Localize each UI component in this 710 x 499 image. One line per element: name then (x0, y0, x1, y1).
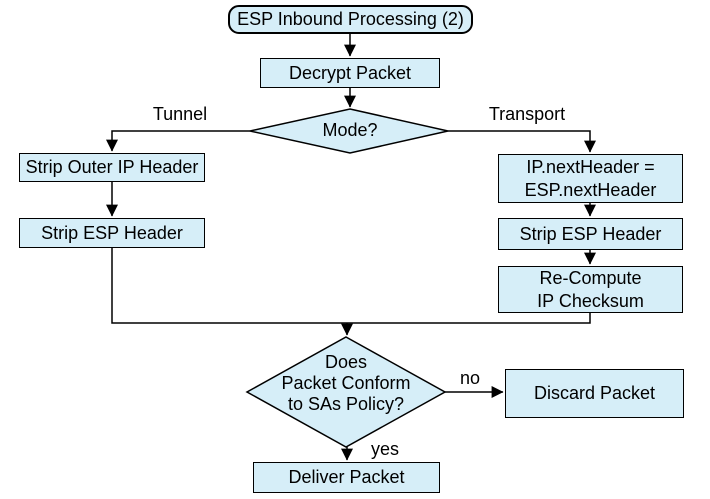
edge-label-yes: yes (370, 439, 399, 459)
mode-diamond-label: Mode? (322, 120, 378, 140)
node-ip-nextheader: IP.nextHeader = ESP.nextHeader (498, 154, 683, 203)
mode-diamond-shape (249, 108, 449, 154)
node-strip-esp-header-tunnel: Strip ESP Header (19, 218, 205, 248)
policy-diamond-shape (245, 336, 447, 448)
node-recompute-checksum: Re-Compute IP Checksum (498, 266, 683, 313)
node-discard-packet: Discard Packet (505, 369, 684, 418)
edge-label-transport: Transport (488, 104, 566, 124)
policy-diamond-label: Does Packet Conform to SAs Policy? (281, 352, 411, 414)
node-strip-esp-tunnel-label: Strip ESP Header (41, 222, 183, 243)
edge-label-no: no (459, 368, 481, 388)
node-decrypt-label: Decrypt Packet (288, 62, 412, 83)
node-strip-outer-ip-header: Strip Outer IP Header (19, 153, 205, 182)
node-ip-nextheader-label: IP.nextHeader = ESP.nextHeader (524, 156, 657, 200)
node-strip-esp-header-transport: Strip ESP Header (498, 218, 683, 250)
connector-mode-tunnel-branch (106, 130, 250, 152)
connector-mode-transport-branch (448, 130, 596, 153)
node-strip-esp-transport-label: Strip ESP Header (519, 223, 662, 244)
edge-label-tunnel: Tunnel (152, 104, 208, 124)
node-start-terminator: ESP Inbound Processing (2) (228, 5, 473, 34)
connector-merge-line (111, 248, 591, 324)
node-discard-label: Discard Packet (533, 383, 656, 403)
node-deliver-label: Deliver Packet (288, 467, 405, 487)
node-recompute-checksum-label: Re-Compute IP Checksum (537, 267, 644, 311)
node-strip-outer-ip-label: Strip Outer IP Header (25, 157, 199, 177)
node-deliver-packet: Deliver Packet (253, 462, 440, 493)
node-decrypt-packet: Decrypt Packet (260, 58, 440, 88)
node-start-label: ESP Inbound Processing (2) (237, 9, 464, 29)
